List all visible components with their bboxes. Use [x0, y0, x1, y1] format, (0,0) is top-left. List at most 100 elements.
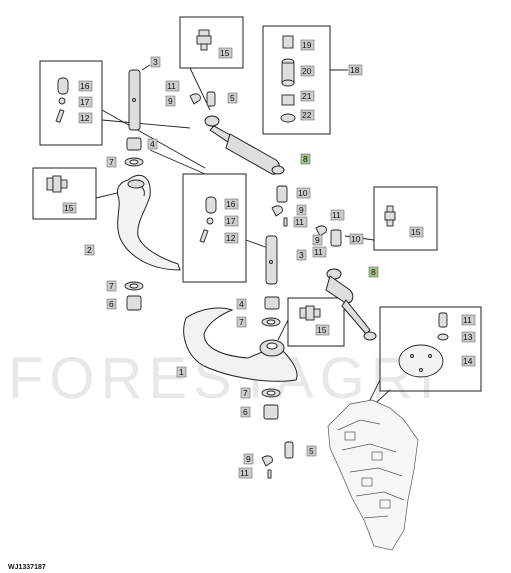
svg-text:22: 22 [302, 110, 312, 120]
svg-text:15: 15 [64, 203, 74, 213]
grease-fitting-left [46, 175, 68, 193]
callout-1: 1 [176, 366, 187, 378]
svg-text:6: 6 [243, 407, 248, 417]
svg-text:18: 18 [350, 65, 360, 75]
svg-text:16: 16 [80, 81, 90, 91]
svg-text:5: 5 [230, 93, 235, 103]
callout-10b: 10 [349, 233, 364, 245]
callout-11e: 11 [312, 246, 327, 258]
svg-text:16: 16 [226, 199, 236, 209]
callout-11d: 11 [238, 467, 253, 479]
bushing-6-left [126, 295, 142, 311]
callout-3a: 3 [150, 56, 161, 68]
callout-15d: 15 [315, 324, 330, 336]
callout-16b: 16 [224, 198, 239, 210]
washer-7-left [124, 157, 144, 167]
detail-box-left-fitting [32, 167, 97, 220]
svg-text:1: 1 [179, 367, 184, 377]
svg-text:11: 11 [167, 81, 176, 91]
detail-box-center-pins [182, 173, 247, 283]
callout-11f: 11 [461, 314, 476, 326]
svg-text:9: 9 [246, 454, 251, 464]
callout-17b: 17 [224, 215, 239, 227]
svg-text:7: 7 [109, 157, 114, 167]
svg-text:20: 20 [302, 66, 312, 76]
callout-20: 20 [300, 65, 315, 77]
callout-11c: 11 [330, 209, 345, 221]
svg-text:9: 9 [299, 205, 304, 215]
callout-9c: 9 [312, 234, 323, 246]
detail-box-top-fitting [179, 16, 244, 69]
callout-10a: 10 [296, 187, 311, 199]
callout-14: 14 [461, 355, 476, 367]
callout-7c: 7 [236, 316, 247, 328]
callout-6b: 6 [240, 406, 251, 418]
svg-text:11: 11 [463, 315, 472, 325]
clip-9-upper [189, 93, 201, 105]
callout-4a: 4 [147, 138, 158, 150]
svg-text:11: 11 [332, 210, 341, 220]
machine-frame [327, 399, 419, 551]
callout-15b: 15 [62, 202, 77, 214]
svg-text:6: 6 [109, 299, 114, 309]
svg-text:17: 17 [80, 97, 90, 107]
callout-18: 18 [348, 64, 363, 76]
svg-text:4: 4 [239, 299, 244, 309]
svg-text:17: 17 [226, 216, 236, 226]
svg-text:8: 8 [303, 154, 308, 164]
bushing-4-center [264, 296, 280, 310]
detail-box-right-fitting [373, 186, 438, 251]
arm-1 [183, 307, 298, 382]
callout-5b: 5 [306, 445, 317, 457]
center-pin-detail [199, 196, 217, 243]
callout-22: 22 [300, 109, 315, 121]
callout-3b: 3 [296, 249, 307, 261]
detail-box-cover-plate [379, 306, 482, 392]
bushing-10-right [330, 229, 342, 247]
svg-text:15: 15 [317, 325, 327, 335]
svg-text:9: 9 [168, 96, 173, 106]
svg-text:4: 4 [150, 139, 155, 149]
bolt-11-lower [267, 469, 272, 479]
svg-text:7: 7 [243, 388, 248, 398]
svg-text:7: 7 [239, 317, 244, 327]
svg-text:21: 21 [302, 91, 312, 101]
washer-7-center [261, 317, 281, 327]
cover-plate-detail [398, 312, 449, 378]
bolt-5-lower [284, 441, 294, 459]
svg-text:11: 11 [240, 468, 249, 478]
detail-box-left-pins [39, 60, 103, 146]
bolt-5-upper [206, 91, 216, 107]
callout-15a: 15 [218, 47, 233, 59]
callout-12b: 12 [224, 232, 239, 244]
callout-11a: 11 [165, 80, 180, 92]
svg-text:5: 5 [309, 446, 314, 456]
left-pin-detail [55, 77, 69, 123]
svg-text:10: 10 [351, 234, 361, 244]
svg-text:12: 12 [226, 233, 236, 243]
callout-15c: 15 [409, 226, 424, 238]
clip-9-right [315, 225, 327, 237]
arm-2 [117, 174, 181, 271]
bolt-11-mid [283, 217, 288, 227]
grease-fitting-top [196, 29, 212, 51]
callout-11b: 11 [293, 216, 308, 228]
svg-text:19: 19 [302, 40, 312, 50]
callout-13: 13 [461, 331, 476, 343]
callout-2: 2 [84, 244, 95, 256]
grease-fitting-right [384, 205, 396, 227]
figure-id: WJ1337187 [8, 564, 46, 571]
svg-text:15: 15 [220, 48, 230, 58]
svg-text:3: 3 [153, 57, 158, 67]
callout-4b: 4 [236, 298, 247, 310]
svg-text:2: 2 [87, 245, 92, 255]
callout-12a: 12 [78, 112, 93, 124]
svg-text:13: 13 [463, 332, 473, 342]
bushing-4-left [126, 137, 142, 151]
callout-5a: 5 [227, 92, 238, 104]
callout-9a: 9 [165, 95, 176, 107]
callout-9d: 9 [243, 453, 254, 465]
svg-text:11: 11 [314, 247, 323, 257]
svg-text:8: 8 [371, 267, 376, 277]
